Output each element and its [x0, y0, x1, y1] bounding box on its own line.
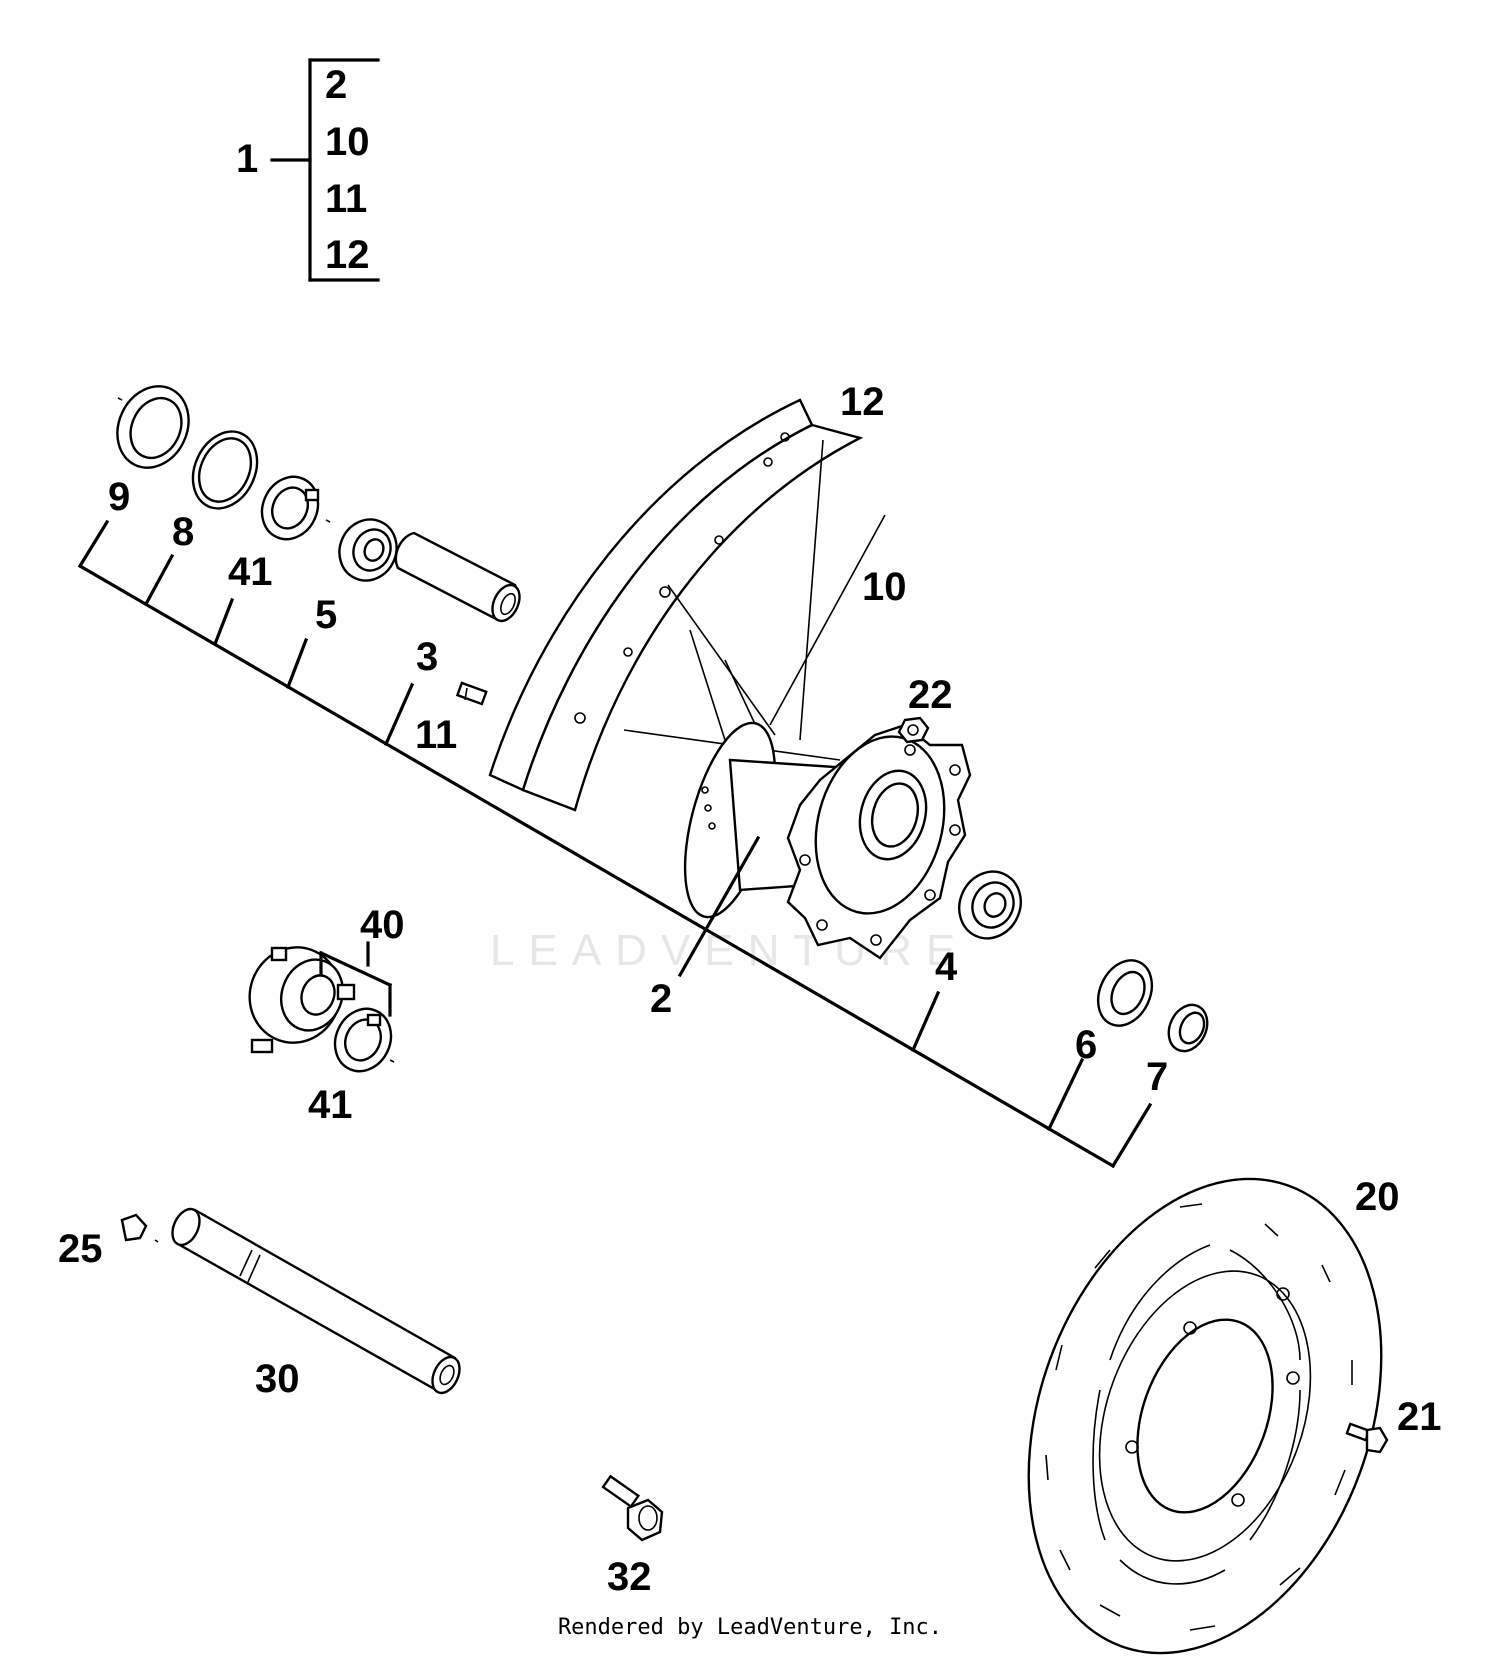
bearing-part — [338, 518, 398, 582]
axis-callout-line — [77, 519, 1153, 1169]
callout-label: 3 — [416, 635, 438, 679]
callout-label: 40 — [360, 903, 405, 947]
nut-part — [897, 716, 930, 744]
callout-label: 8 — [172, 510, 194, 554]
assembly-bracket — [270, 58, 380, 282]
callout-label: 12 — [840, 380, 885, 424]
callout-label: 9 — [108, 475, 130, 519]
lock-washer-part — [333, 1007, 395, 1073]
bolt-part — [601, 1474, 664, 1542]
brake-disc-part — [1027, 1177, 1383, 1655]
callout-label: 11 — [415, 713, 457, 757]
callout-label: 21 — [1397, 1395, 1442, 1439]
assembly-member-label: 11 — [325, 177, 367, 221]
callout-label: 25 — [58, 1227, 103, 1271]
spacer-tube-part — [394, 531, 521, 623]
assembly-member-label: 2 — [325, 63, 347, 107]
spacer-part — [1167, 1003, 1209, 1053]
bearing-part — [958, 870, 1022, 940]
callout-label: 22 — [908, 673, 953, 717]
cap-part — [120, 1213, 159, 1243]
oil-seal-part — [116, 385, 190, 469]
rim-part — [488, 398, 864, 812]
assembly-label: 1 — [236, 137, 258, 181]
callout-label: 2 — [650, 977, 672, 1021]
callout-label: 6 — [1075, 1023, 1097, 1067]
callout-label: 41 — [228, 550, 273, 594]
assembly-member-label: 12 — [325, 233, 370, 277]
callout-label: 20 — [1355, 1175, 1400, 1219]
credit-text: Rendered by LeadVenture, Inc. — [557, 1615, 943, 1640]
callout-label: 10 — [862, 565, 907, 609]
lock-washer-part — [260, 475, 331, 541]
hub-part — [683, 721, 972, 960]
callout-label: 5 — [315, 593, 337, 637]
assembly-member-label: 10 — [325, 120, 370, 164]
callout-label: 30 — [255, 1357, 300, 1401]
callout-label: 7 — [1146, 1055, 1168, 1099]
callout-label: 41 — [308, 1083, 353, 1127]
speedometer-drive-part — [248, 946, 356, 1054]
leader-line — [677, 835, 761, 978]
callout-bracket-40 — [318, 941, 393, 1017]
spoke-nipple-part — [455, 681, 488, 706]
callout-label: 32 — [607, 1555, 652, 1599]
o-ring-part — [191, 430, 259, 510]
axle-part — [171, 1207, 461, 1395]
disc-bolt-part — [1345, 1422, 1389, 1454]
callout-label: 4 — [935, 945, 958, 989]
oil-seal-part — [1096, 959, 1154, 1027]
